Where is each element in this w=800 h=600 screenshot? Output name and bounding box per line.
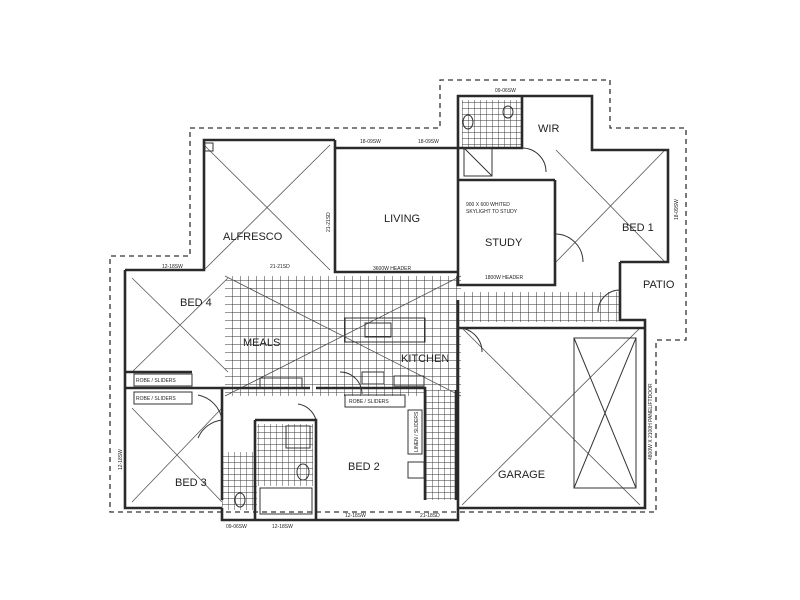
room-label-alfresco: ALFRESCO	[223, 231, 283, 243]
note-robe-sliders-bed2: ROBE / SLIDERS	[349, 399, 389, 405]
eave-outline	[109, 79, 687, 513]
dim-alfresco-v: 21-21SD	[326, 212, 332, 232]
note-robe-sliders-bed4: ROBE / SLIDERS	[136, 378, 176, 384]
note-robe-sliders-bed3: ROBE / SLIDERS	[136, 396, 176, 402]
dim-alfresco-b: 21-21SD	[270, 264, 290, 270]
dim-bath-2: 12-18SW	[272, 524, 293, 530]
room-label-bed2: BED 2	[348, 461, 380, 473]
dim-top: 09-06SW	[495, 88, 516, 94]
dim-bed1: 18-09SW	[674, 199, 680, 220]
room-label-study: STUDY	[485, 237, 523, 249]
post-marker	[204, 142, 214, 152]
fixtures	[133, 105, 637, 515]
dim-living-2: 18-09SW	[418, 139, 439, 145]
annotations: ROBE / SLIDERS ROBE / SLIDERS ROBE / SLI…	[118, 88, 680, 530]
note-linen: LINEN / SLIDERS	[414, 411, 420, 452]
dim-bed4: 12-18SW	[162, 264, 183, 270]
dim-bath-1: 09-06SW	[226, 524, 247, 530]
room-label-bed4: BED 4	[180, 297, 212, 309]
room-label-bed1: BED 1	[622, 222, 654, 234]
room-label-meals: MEALS	[243, 337, 280, 349]
room-labels: WIR ALFRESCO LIVING STUDY BED 1 PATIO BE…	[175, 123, 675, 489]
note-skylight-2: SKYLIGHT TO STUDY	[466, 209, 518, 215]
room-label-bed3: BED 3	[175, 477, 207, 489]
room-label-wir: WIR	[538, 123, 559, 135]
dim-bed2: 12-18SW	[345, 513, 366, 519]
dim-left: 12-18SW	[118, 449, 124, 470]
door-swings	[197, 147, 621, 439]
room-label-kitchen: KITCHEN	[401, 353, 449, 365]
room-label-living: LIVING	[384, 213, 420, 225]
room-label-patio: PATIO	[643, 279, 675, 291]
dim-bottom-mid: 21-18SD	[420, 513, 440, 519]
note-garage-door: 4800W X 2100H PANELIFTDOOR	[648, 383, 654, 460]
note-skylight-1: 900 X 600 WHITED	[466, 202, 510, 208]
note-living-header: 3600W HEADER	[373, 266, 411, 272]
dim-living-1: 18-09SW	[360, 139, 381, 145]
note-study-header: 1800W HEADER	[485, 275, 523, 281]
room-label-garage: GARAGE	[498, 469, 545, 481]
walls	[123, 94, 670, 522]
